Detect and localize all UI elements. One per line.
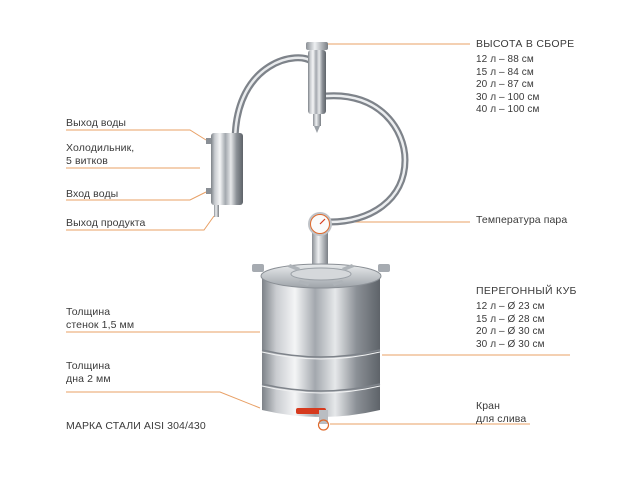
steam-pipe	[231, 54, 409, 226]
clamp-wings	[288, 264, 354, 286]
label-tap: Кран для слива	[476, 400, 526, 426]
diameter-20l: 20 л – Ø 30 см	[476, 326, 545, 337]
height-title: ВЫСОТА В СБОРЕ	[476, 38, 575, 50]
diameter-30l: 30 л – Ø 30 см	[476, 338, 545, 350]
diameter-12l: 12 л – Ø 23 см	[476, 301, 545, 312]
kettle	[252, 263, 390, 417]
tap-line-2: для слива	[476, 413, 527, 425]
height-40l: 40 л – 100 см	[476, 104, 540, 115]
kettle-title: ПЕРЕГОННЫЙ КУБ	[476, 285, 577, 297]
leader-water-out	[66, 129, 207, 141]
bottom-line-2: дна 2 мм	[66, 373, 111, 385]
drain-tap	[296, 408, 330, 431]
height-12l: 12 л – 88 см	[476, 54, 534, 65]
tap-line-1: Кран	[476, 400, 500, 412]
cooler	[206, 133, 243, 217]
label-product-out: Выход продукта	[66, 217, 146, 229]
height-20l: 20 л – 87 см	[476, 79, 534, 90]
bottom-line-1: Толщина	[66, 360, 111, 372]
label-steam-temp: Температура пара	[476, 214, 568, 226]
label-water-in: Вход воды	[66, 188, 119, 200]
dephlegmator	[306, 42, 328, 133]
cooler-line-1: Холодильник,	[66, 142, 135, 154]
wall-line-1: Толщина	[66, 306, 111, 318]
height-block: ВЫСОТА В СБОРЕ 12 л – 88 см 15 л – 84 см…	[476, 38, 574, 117]
wall-line-2: стенок 1,5 мм	[66, 319, 135, 331]
height-15l: 15 л – 84 см	[476, 66, 534, 78]
kettle-block: ПЕРЕГОННЫЙ КУБ 12 л – Ø 23 см 15 л – Ø 2…	[476, 285, 577, 351]
label-wall: Толщина стенок 1,5 мм	[66, 306, 134, 332]
leader-product-out	[66, 215, 215, 231]
label-bottom: Толщина дна 2 мм	[66, 360, 111, 386]
thermometer	[308, 212, 332, 266]
height-30l: 30 л – 100 см	[476, 91, 540, 103]
diameter-15l: 15 л – Ø 28 см	[476, 313, 545, 325]
label-steel-grade: МАРКА СТАЛИ AISI 304/430	[66, 420, 206, 432]
label-cooler: Холодильник, 5 витков	[66, 142, 134, 168]
leader-bottom	[66, 391, 261, 409]
cooler-line-2: 5 витков	[66, 155, 108, 167]
leader-water-in	[66, 191, 207, 201]
label-water-out: Выход воды	[66, 117, 127, 129]
